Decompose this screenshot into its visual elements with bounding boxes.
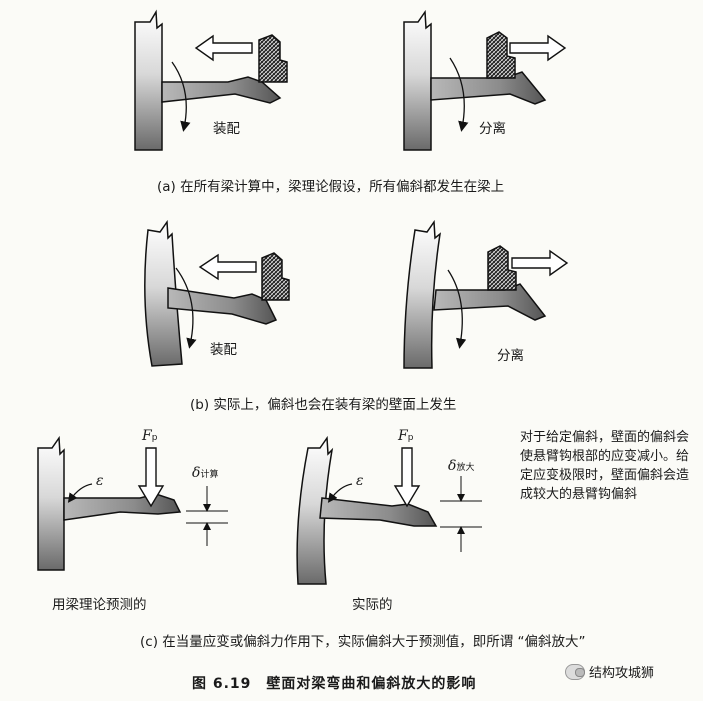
figure-caption: 图 6.19 壁面对梁弯曲和偏斜放大的影响: [192, 676, 477, 692]
explanation-note: 对于给定偏斜，壁面的偏斜会使悬臂钩根部的应变减小。给定应变极限时，壁面偏斜会造成…: [520, 430, 690, 502]
beam: [319, 497, 438, 527]
mating-part-hatched: [258, 34, 288, 83]
panel-a-separation-diagram: [403, 9, 567, 151]
panel-b-assembly-diagram: [144, 219, 290, 367]
delta-calc-label: δ计算: [192, 465, 219, 481]
mating-part-hatched: [486, 31, 516, 79]
rotation-arrow-icon: [175, 267, 197, 349]
panel-c-actual-label: 实际的: [352, 597, 393, 613]
strain-label-left: ε: [96, 473, 104, 489]
panel-b-separation-label: 分离: [497, 348, 524, 364]
panel-b-assembly-label: 装配: [210, 342, 237, 358]
watermark: 结构攻城狮: [565, 662, 654, 681]
panel-a-caption: (a) 在所有梁计算中，梁理论假设，所有偏斜都发生在梁上: [157, 179, 505, 195]
panel-b-caption: (b) 实际上，偏斜也会在装有梁的壁面上发生: [190, 397, 457, 413]
wechat-icon: [565, 663, 585, 680]
panel-c-predicted-label: 用梁理论预测的: [52, 597, 147, 613]
wall: [134, 9, 163, 151]
push-arrow-icon: [194, 34, 253, 62]
panel-c-actual-diagram: [296, 435, 482, 585]
panel-a-assembly-label: 装配: [213, 121, 240, 137]
force-arrow-icon: [137, 447, 165, 508]
wall: [403, 9, 432, 151]
panel-a-assembly-diagram: [134, 9, 288, 151]
mating-part-hatched: [261, 252, 290, 301]
beam: [167, 287, 278, 325]
panel-c-predicted-diagram: [37, 435, 228, 571]
wall: [37, 435, 65, 571]
push-arrow-icon: [198, 253, 257, 281]
rotation-arrow-icon: [171, 61, 191, 132]
watermark-text: 结构攻城狮: [589, 666, 655, 681]
deflected-wall: [144, 219, 183, 367]
beam: [63, 493, 182, 521]
panel-a-separation-label: 分离: [479, 121, 506, 137]
deflected-wall: [403, 219, 442, 369]
panel-b-separation-diagram: [403, 219, 569, 369]
rotation-arrow-icon: [449, 57, 469, 132]
force-label-right: Fp: [398, 428, 414, 444]
rotation-arrow-icon: [447, 269, 467, 349]
mating-part-hatched: [487, 245, 517, 291]
delta-amplified-label: δ放大: [448, 458, 475, 474]
pull-arrow-icon: [511, 249, 569, 277]
strain-pointer-icon: [327, 483, 353, 503]
panel-c-caption: (c) 在当量应变或偏斜力作用下，实际偏斜大于预测值，即所谓 “偏斜放大”: [140, 634, 586, 650]
deflected-wall: [296, 435, 334, 585]
force-arrow-icon: [393, 447, 421, 508]
strain-pointer-icon: [67, 483, 93, 503]
strain-label-right: ε: [356, 473, 364, 489]
pull-arrow-icon: [509, 34, 567, 62]
force-label-left: Fp: [142, 428, 158, 444]
